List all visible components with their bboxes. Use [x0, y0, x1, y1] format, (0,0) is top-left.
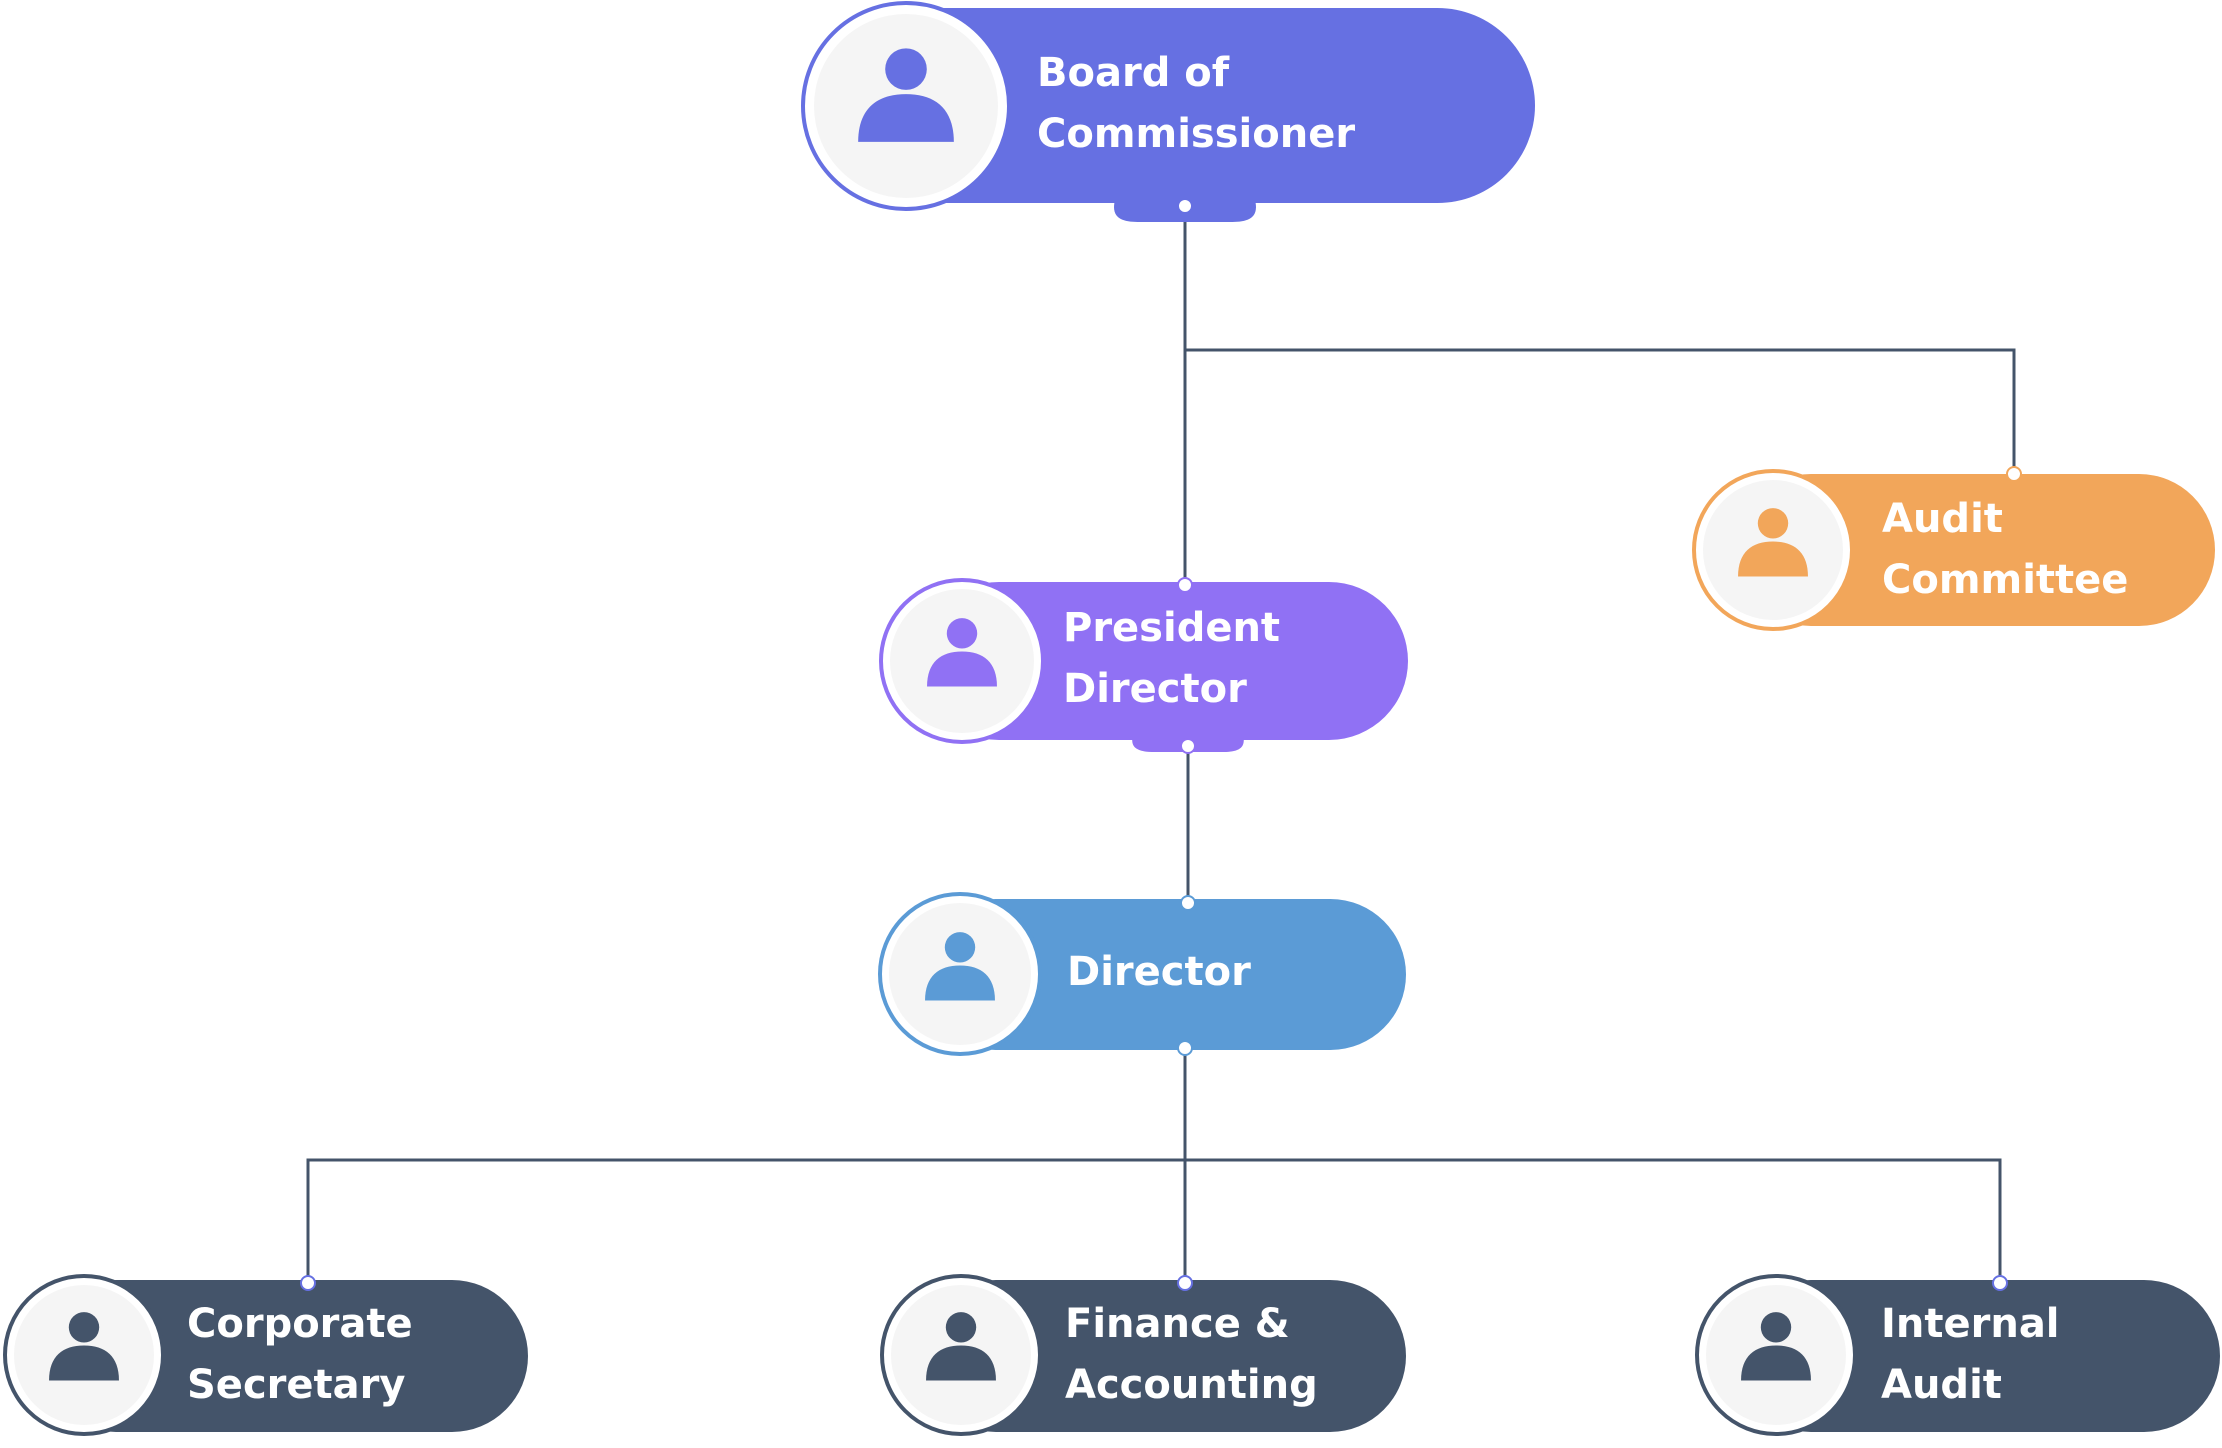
node-label-line1: Internal: [1881, 1301, 2060, 1347]
node-label-line1: President: [1063, 605, 1280, 651]
node-label-line2: Audit: [1881, 1362, 2002, 1408]
node-president-director[interactable]: President Director: [879, 577, 1408, 754]
connection-port: [1992, 1275, 2008, 1291]
node-corporate-secretary[interactable]: Corporate Secretary: [3, 1274, 528, 1436]
connection-port: [1177, 1275, 1193, 1291]
connector-lines: [306, 206, 2016, 1282]
node-label-line2: Secretary: [187, 1362, 405, 1408]
connection-port: [1177, 577, 1193, 593]
node-pill: [840, 8, 1535, 203]
node-pill: [920, 1280, 1406, 1432]
connection-port: [300, 1275, 316, 1291]
connection-port: [1177, 198, 1193, 214]
node-pill: [40, 1280, 528, 1432]
node-pill: [920, 582, 1408, 740]
connector-board-audit-committee: [1185, 348, 2016, 472]
node-finance-accounting[interactable]: Finance & Accounting: [880, 1274, 1406, 1436]
node-label-line2: Commissioner: [1037, 111, 1355, 157]
node-label-line1: Corporate: [187, 1301, 413, 1347]
node-pill: [920, 899, 1406, 1050]
connection-port: [2006, 466, 2022, 482]
node-label-line2: Accounting: [1065, 1362, 1318, 1408]
node-director[interactable]: Director: [878, 892, 1406, 1056]
node-label: Director: [1067, 949, 1251, 995]
node-pill: [1735, 1280, 2220, 1432]
node-pill: [1735, 474, 2215, 626]
connection-port: [1180, 738, 1196, 754]
node-label-line1: Board of: [1037, 50, 1230, 96]
node-label-line2: Director: [1063, 666, 1247, 712]
connection-port: [1180, 895, 1196, 911]
connection-port: [1177, 1040, 1193, 1056]
node-label-line2: Committee: [1882, 557, 2128, 603]
node-label-line1: Finance &: [1065, 1301, 1290, 1347]
node-internal-audit[interactable]: Internal Audit: [1695, 1274, 2220, 1436]
node-audit-committee[interactable]: Audit Committee: [1692, 466, 2215, 631]
node-label-line1: Audit: [1882, 496, 2003, 542]
node-board-of-commissioner[interactable]: Board of Commissioner: [801, 1, 1535, 222]
connector-director-departments: [306, 1158, 2002, 1282]
